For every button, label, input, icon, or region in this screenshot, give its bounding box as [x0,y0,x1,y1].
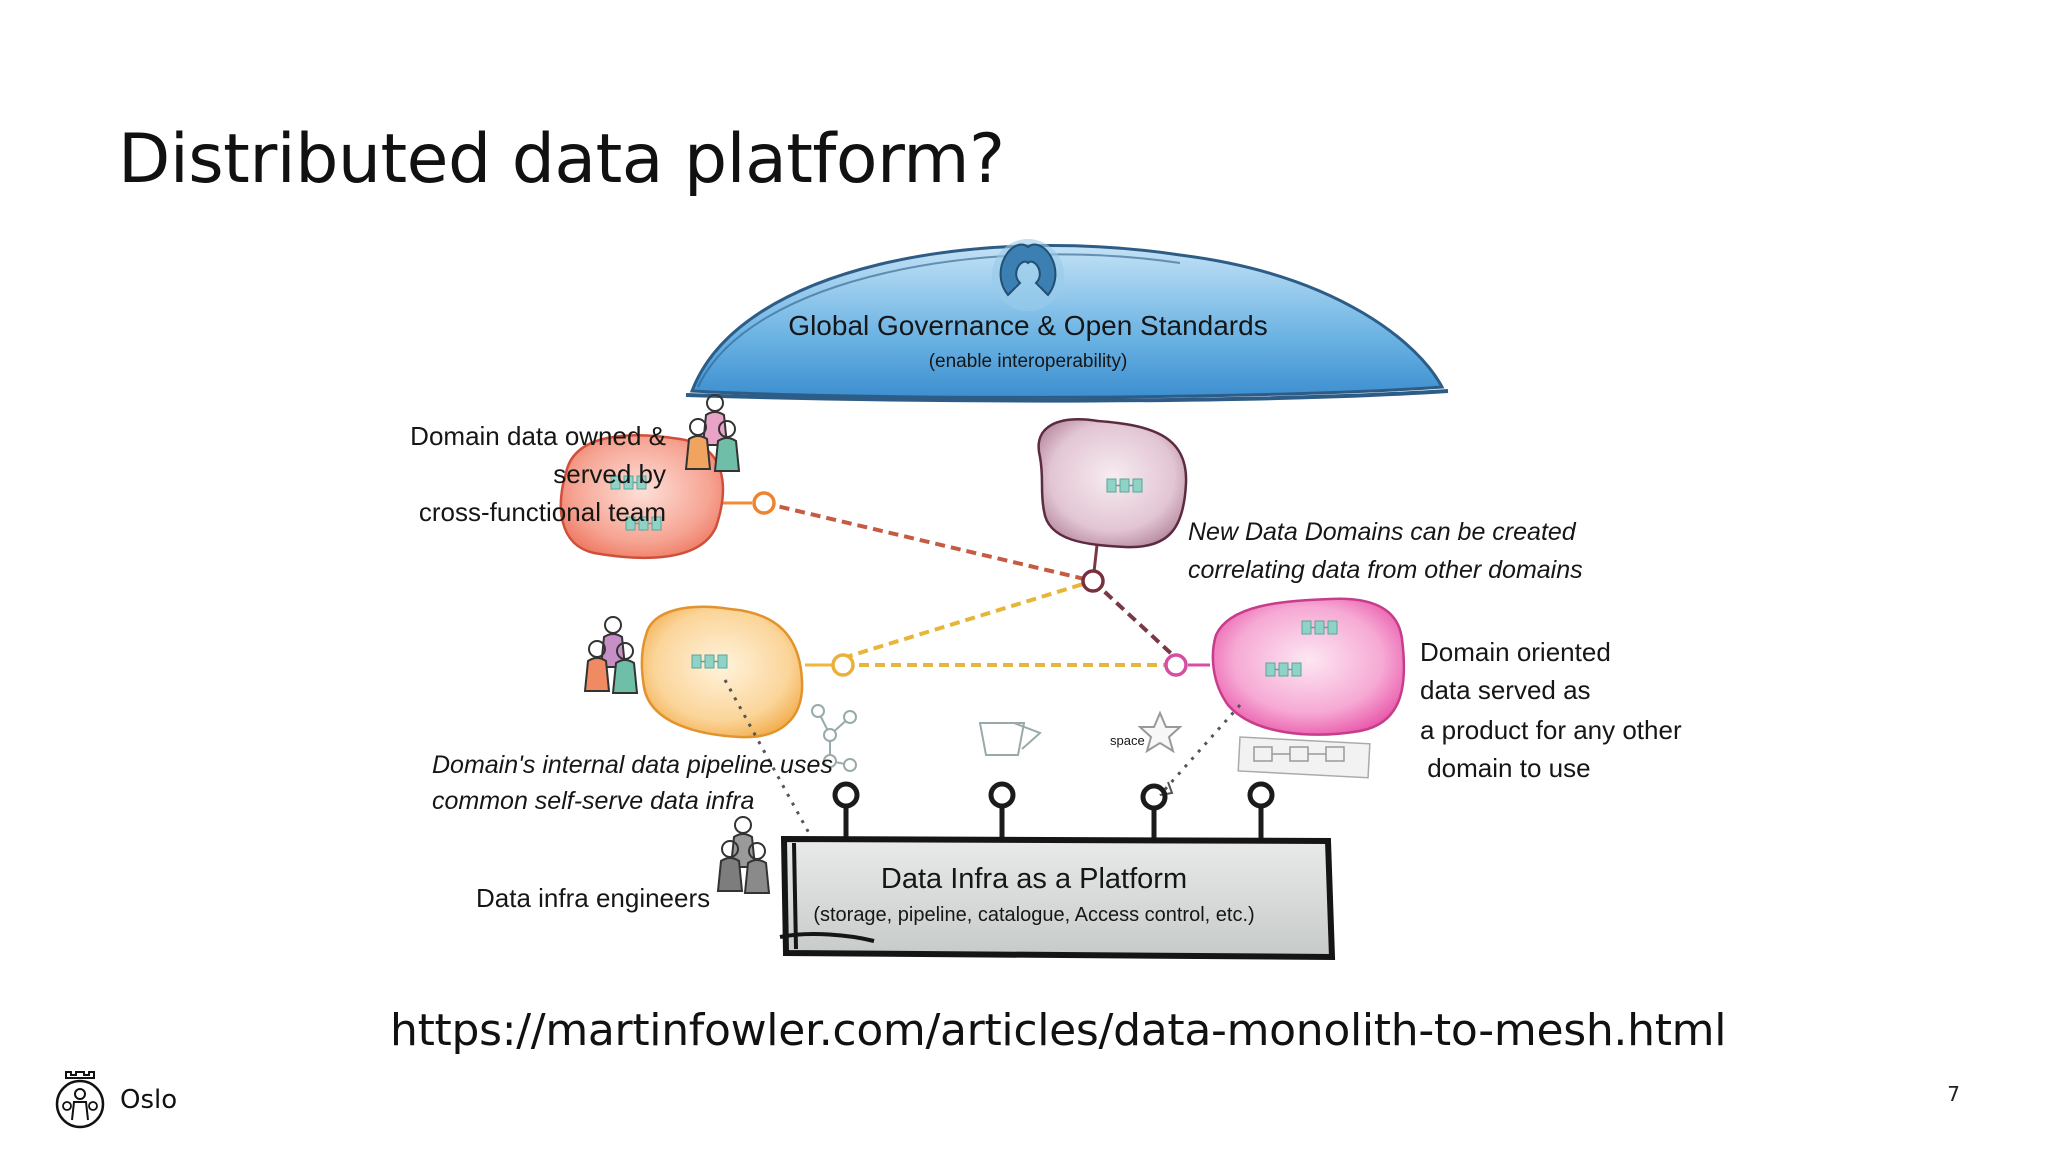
data-product-icon [1301,620,1338,635]
pipeline-graph-icon [811,704,857,772]
domain-red [559,434,776,559]
platform-title: Data Infra as a Platform [881,863,1187,895]
label-pipeline: Domain's internal data pipeline uses com… [432,751,833,815]
label-data-infra-engineers: Data infra engineers [476,883,710,913]
pipeline-template-icon [1237,736,1371,779]
storage-icon [978,722,1042,756]
svg-text:domain to use: domain to use [1420,753,1591,783]
person-icon [685,418,711,470]
person-icon [714,420,740,472]
platform-subtitle: (storage, pipeline, catalogue, Access co… [813,904,1254,926]
svg-text:New Data Domains can be create: New Data Domains can be created [1188,518,1577,546]
domain-connections [720,501,1210,667]
svg-text:Domain data owned &: Domain data owned & [410,421,666,451]
domain-orange [640,605,855,739]
domain-purple [1037,418,1188,593]
socket-icon [832,781,860,839]
governance-title: Global Governance & Open Standards [788,310,1267,341]
data-infra-engineers-team [717,816,770,894]
svg-text:Domain oriented: Domain oriented [1420,637,1611,667]
socket-icon [988,781,1016,839]
svg-text:common self-serve data infra: common self-serve data infra [432,787,754,815]
person-icon [744,842,770,894]
data-mesh-diagram: Global Governance & Open Standards (enab… [380,235,1720,995]
data-infra-platform: Data Infra as a Platform (storage, pipel… [779,835,1336,961]
cross-functional-team-middle [584,616,638,694]
data-product-icon [1265,662,1302,677]
svg-text:correlating data from other do: correlating data from other domains [1188,556,1583,584]
governance-subtitle: (enable interoperability) [929,351,1128,372]
open-standards-icon [992,239,1064,311]
page-number: 7 [1947,1082,1960,1106]
person-icon [612,642,638,694]
svg-text:served by: served by [553,459,666,489]
svg-text:Domain's internal data pipelin: Domain's internal data pipeline uses [432,751,833,779]
person-icon [717,840,743,892]
oslo-crest-icon [55,1071,105,1129]
space-label: space [1110,733,1145,748]
data-product-icon [691,654,728,669]
output-port-icon [831,653,855,677]
slide-title: Distributed data platform? [118,120,1005,199]
data-product-icon [1106,478,1143,493]
output-port-icon [1081,569,1105,593]
label-domain-team: Domain data owned & served by cross-func… [410,421,666,527]
socket-icon [1140,783,1168,839]
svg-text:data served as: data served as [1420,675,1591,705]
svg-text:a product for any other: a product for any other [1420,715,1682,745]
socket-icon [1247,781,1275,839]
footer-brand: Oslo [120,1085,178,1115]
governance-umbrella: Global Governance & Open Standards (enab… [685,239,1449,403]
svg-text:cross-functional team: cross-functional team [419,497,666,527]
platform-sockets [832,781,1275,839]
source-url-link[interactable]: https://martinfowler.com/articles/data-m… [390,1005,1727,1056]
catalogue-star-icon: space [1110,710,1183,754]
output-port-icon [752,491,776,515]
label-domain-oriented: Domain oriented data served as a product… [1420,637,1682,783]
oslo-logo: Oslo [54,1070,177,1130]
input-port-icon [1164,653,1188,677]
label-new-domains: New Data Domains can be created correlat… [1188,518,1583,584]
person-icon [584,640,610,692]
domain-pink [1164,597,1406,736]
